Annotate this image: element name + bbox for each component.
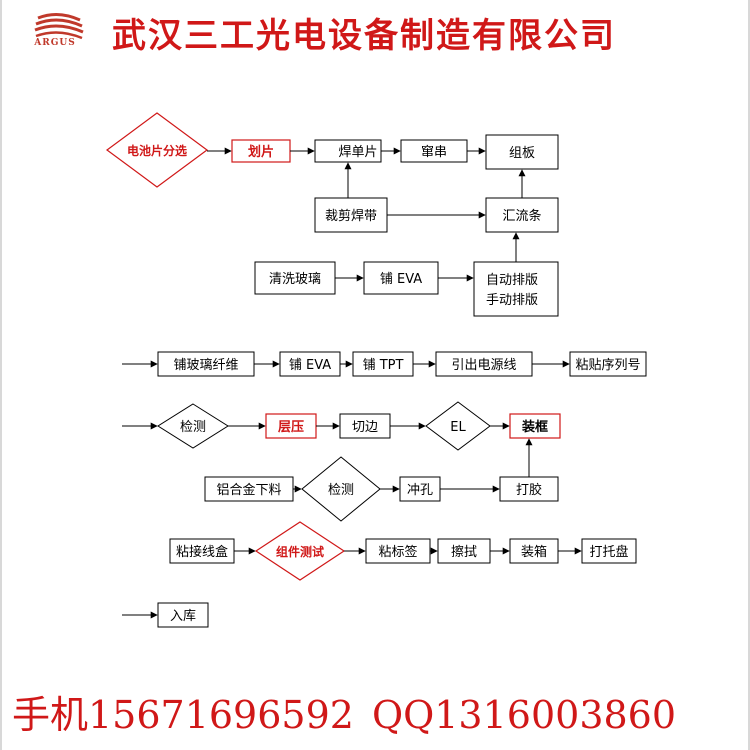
node-cut-ribbon-shape <box>314 197 388 233</box>
process-flow-diagram: 电池片分选 划片 焊单片 窜串 组板 裁剪焊带 汇流条 清洗玻璃 铺 EVA 自… <box>105 112 647 628</box>
node-clean-glass-shape <box>254 261 336 295</box>
node-glue-shape <box>499 476 559 502</box>
flow-arrows <box>122 147 582 619</box>
logo-text: ARGUS <box>34 38 76 48</box>
node-panel-assembly: 组板 <box>509 146 535 161</box>
node-lay-tpt: 铺 TPT <box>363 358 404 373</box>
node-el-test: EL <box>450 420 466 435</box>
node-el-test-shape <box>425 401 491 451</box>
node-lead-wires: 引出电源线 <box>451 358 516 373</box>
node-frame-install: 装框 <box>521 419 548 435</box>
node-warehouse: 入库 <box>170 608 196 624</box>
node-inspect-1: 检测 <box>180 420 206 435</box>
node-warehouse-shape <box>157 602 209 628</box>
node-wipe: 擦拭 <box>451 545 477 560</box>
node-aluminum-cut-shape <box>204 476 294 502</box>
node-lay-fiberglass-shape <box>157 351 255 377</box>
page-edge-right <box>748 0 750 750</box>
node-module-test-shape <box>254 521 346 581</box>
node-cut-ribbon: 裁剪焊带 <box>325 208 377 224</box>
node-lay-fiberglass: 铺玻璃纤维 <box>173 358 238 373</box>
node-panel-assembly-shape <box>485 134 559 170</box>
node-module-test: 组件测试 <box>276 544 324 559</box>
node-layout-shape <box>473 261 559 317</box>
node-laminate-shape <box>265 413 317 439</box>
node-frame-install-shape <box>509 413 561 439</box>
header: ARGUS 武汉三工光电设备制造有限公司 <box>0 0 750 58</box>
node-aluminum-cut: 铝合金下料 <box>216 482 281 498</box>
node-glue: 打胶 <box>516 482 542 498</box>
node-wipe-shape <box>437 538 491 564</box>
node-lay-eva-1-shape <box>363 261 439 295</box>
node-inspect-2-shape <box>301 456 381 522</box>
node-trim-edge: 切边 <box>352 420 378 435</box>
node-punch: 冲孔 <box>407 483 433 498</box>
argus-logo-icon <box>34 13 84 40</box>
node-junction-box: 粘接线盒 <box>176 544 228 560</box>
node-lay-tpt-shape <box>352 351 414 377</box>
node-laminate: 层压 <box>278 420 304 435</box>
node-palletize: 打托盘 <box>589 544 628 560</box>
node-palletize-shape <box>581 538 637 564</box>
page-edge-left <box>0 0 2 750</box>
node-serial-label: 粘贴序列号 <box>575 358 640 373</box>
qq-number: QQ1316003860 <box>371 693 677 737</box>
node-manual-layout: 手动排版 <box>486 293 538 308</box>
node-string-welding: 窜串 <box>421 145 447 160</box>
node-inspect-1-shape <box>157 403 229 449</box>
node-bus-bar-shape <box>485 197 559 233</box>
company-name: 武汉三工光电设备制造有限公司 <box>112 16 616 56</box>
node-packing: 装箱 <box>521 544 547 560</box>
contact-footer: 手机15671696592 QQ1316003860 <box>12 684 694 739</box>
node-bus-bar: 汇流条 <box>502 208 541 224</box>
node-clean-glass: 清洗玻璃 <box>269 272 321 287</box>
node-cutting: 划片 <box>248 144 274 160</box>
node-lay-eva-1: 铺 EVA <box>380 272 422 287</box>
node-cell-sorting: 电池片分选 <box>127 143 187 158</box>
node-inspect-2: 检测 <box>328 483 354 498</box>
node-packing-shape <box>509 538 559 564</box>
node-lay-eva-2: 铺 EVA <box>289 358 331 373</box>
node-cell-sorting-shape <box>105 112 209 188</box>
node-stick-label: 粘标签 <box>378 544 417 560</box>
node-junction-box-shape <box>169 538 235 564</box>
node-serial-label-shape <box>569 351 647 377</box>
node-lead-wires-shape <box>435 351 533 377</box>
node-single-welding: 焊单片 <box>338 144 377 160</box>
node-auto-layout: 自动排版 <box>486 273 538 288</box>
phone-number: 手机15671696592 <box>12 693 354 737</box>
